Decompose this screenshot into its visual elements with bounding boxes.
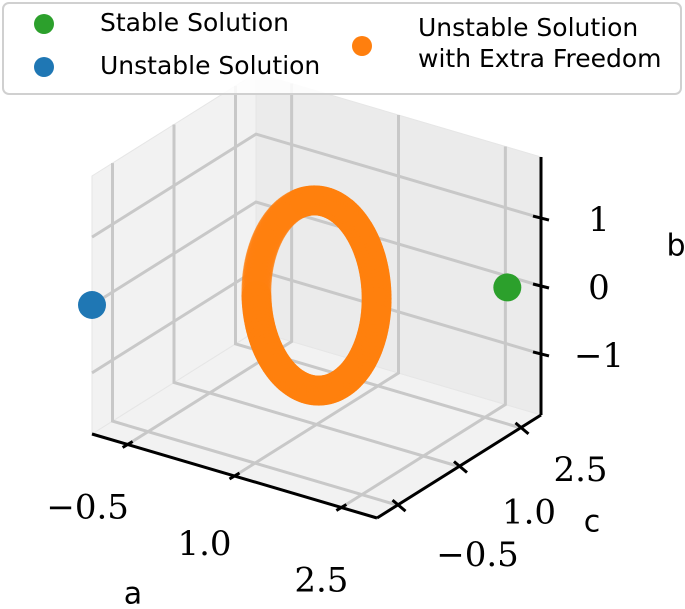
gridline-c <box>111 163 398 507</box>
tick-label-b: 1 <box>588 200 610 240</box>
gridline-b <box>91 132 542 239</box>
tick-c <box>391 498 407 513</box>
legend-label: Unstable Solution <box>100 51 320 80</box>
axis-label-c: c <box>584 505 601 540</box>
tick-a <box>121 440 134 449</box>
tick-a <box>335 503 348 512</box>
axis-label-a: a <box>124 577 142 609</box>
legend-marker <box>34 14 54 34</box>
gridline-a <box>340 146 507 509</box>
legend-marker <box>352 36 372 56</box>
tick-a <box>228 471 241 481</box>
gridline-b <box>91 200 542 307</box>
tick-b <box>532 282 550 290</box>
legend-label: with Extra Freedom <box>418 44 662 73</box>
axis-label-b: b <box>666 229 685 264</box>
gridline-c <box>172 124 460 468</box>
tick-label-b: 0 <box>588 268 610 308</box>
gridline-a <box>233 115 400 478</box>
axes-panes <box>90 72 543 519</box>
tick-label-a: 2.5 <box>294 561 348 601</box>
scatter-point <box>493 273 522 302</box>
legend-label: Stable Solution <box>100 8 289 37</box>
tick-label-c: 2.5 <box>553 450 607 490</box>
tick-marks <box>121 214 550 513</box>
tick-c <box>514 421 530 436</box>
tick-label-a: −0.5 <box>46 488 129 528</box>
tick-b <box>532 214 550 222</box>
legend-frame <box>2 2 682 95</box>
tick-labels: −0.51.02.5−0.51.02.5−101 <box>46 200 624 600</box>
gridline-a <box>126 83 294 446</box>
data-marks <box>78 185 522 406</box>
gridline-c <box>234 85 521 430</box>
tick-label-a: 1.0 <box>177 524 231 564</box>
tick-label-c: 1.0 <box>502 493 556 533</box>
ring-point <box>361 287 392 318</box>
tick-b <box>532 350 550 358</box>
tick-c <box>453 460 468 474</box>
tick-label-b: −1 <box>574 336 624 376</box>
axis-labels: a c b <box>124 229 685 609</box>
legend-label: Unstable Solution <box>418 13 638 42</box>
scatter-point <box>78 291 106 319</box>
legend-marker <box>34 57 54 77</box>
tick-label-c: −0.5 <box>436 535 519 575</box>
